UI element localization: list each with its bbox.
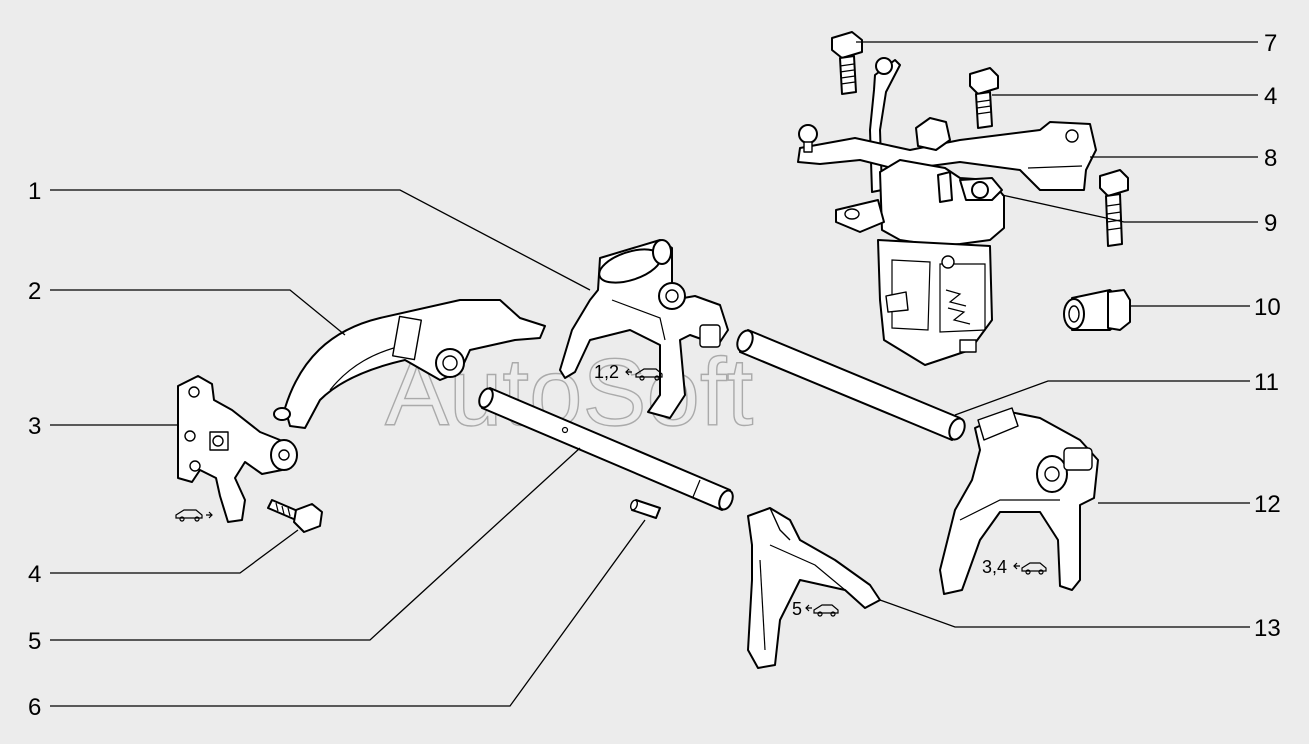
leader-2 <box>50 289 346 336</box>
shift-fork-3-4 <box>939 407 1099 595</box>
callout-4-right: 4 <box>1264 83 1277 110</box>
callout-5: 5 <box>28 628 41 655</box>
leader-11 <box>954 380 1250 416</box>
callout-8: 8 <box>1264 145 1277 172</box>
bolt-small-left <box>267 499 323 533</box>
mounting-bracket <box>177 375 298 523</box>
leader-9 <box>1001 194 1258 223</box>
callout-6: 6 <box>28 694 41 721</box>
bolt-9 <box>1099 169 1129 247</box>
car-direction-icon <box>625 368 663 381</box>
leader-4-left <box>50 529 299 574</box>
fork-1-2-gear-label: 1,2 <box>594 362 619 382</box>
fork-3-4-gear-label: 3,4 <box>982 557 1007 577</box>
callout-3: 3 <box>28 413 41 440</box>
callout-1: 1 <box>28 178 41 205</box>
callout-12: 12 <box>1254 491 1281 518</box>
shift-fork-5 <box>747 507 881 669</box>
bushing-10 <box>1063 289 1131 331</box>
callout-7: 7 <box>1264 30 1277 57</box>
shift-fork-1-2 <box>559 239 729 419</box>
fork-5-gear-label: 5 <box>792 599 802 619</box>
fork-1-2-note: 1,2 <box>594 362 663 382</box>
callout-numbers: 1 2 3 4 5 6 7 4 8 9 10 11 12 13 <box>28 30 1281 721</box>
leader-13 <box>879 599 1250 628</box>
fork-5-note: 5 <box>792 599 839 619</box>
leader-lines <box>50 41 1258 707</box>
gear-selector-housing <box>797 57 1097 366</box>
leader-6 <box>50 519 646 707</box>
shaft-upper <box>736 329 966 441</box>
bolt-7 <box>831 31 863 95</box>
car-direction-icon <box>805 604 839 617</box>
callout-2: 2 <box>28 278 41 305</box>
callout-10: 10 <box>1254 294 1281 321</box>
leader-5 <box>50 447 581 641</box>
shaft-lower <box>478 387 734 511</box>
callout-9: 9 <box>1264 210 1277 237</box>
callout-11: 11 <box>1254 369 1279 396</box>
leader-1 <box>50 189 591 291</box>
car-direction-icon <box>175 509 213 522</box>
bolt-4-right <box>969 67 999 129</box>
fork-3-4-note: 3,4 <box>982 557 1047 577</box>
callout-4-left: 4 <box>28 561 41 588</box>
selector-lever <box>273 299 546 429</box>
car-direction-icon <box>1013 562 1047 575</box>
callout-13: 13 <box>1254 615 1281 642</box>
roll-pin <box>630 499 661 519</box>
